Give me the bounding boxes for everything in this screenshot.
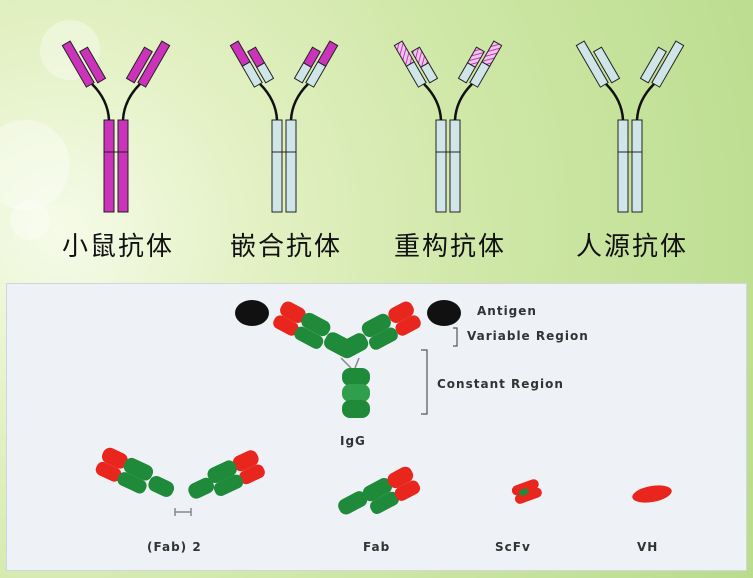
background-bokeh	[0, 120, 70, 210]
human-antibody	[575, 40, 685, 213]
scfv-label: ScFv	[495, 540, 531, 554]
heavy-chain-stem-right	[117, 119, 129, 213]
heavy-chain-stem-left	[103, 119, 115, 213]
variable-region-label: Variable Region	[467, 329, 589, 343]
vh-fragment	[632, 485, 672, 503]
reshaped-antibody	[393, 40, 503, 213]
vh-label: VH	[637, 540, 659, 554]
antigen-label: Antigen	[477, 304, 537, 318]
mouse-antibody	[61, 40, 171, 213]
igg-fragments-panel: Antigen Variable Region Constant Region …	[6, 283, 747, 571]
fab-fragment	[338, 466, 421, 515]
background-bokeh	[10, 200, 50, 240]
caption-chimeric-antibody: 嵌合抗体	[229, 232, 342, 262]
igg-right-arm	[338, 301, 421, 359]
fab2-fragment	[95, 447, 265, 516]
caption-reshaped-antibody: 重构抗体	[393, 232, 506, 262]
constant-region-bracket	[421, 349, 428, 415]
fab2-label: (Fab) 2	[147, 540, 202, 554]
igg-left-arm	[273, 301, 355, 358]
constant-region-label: Constant Region	[437, 377, 564, 391]
igg-label: IgG	[340, 434, 366, 448]
scfv-fragment	[511, 479, 542, 504]
antigen-left	[235, 300, 269, 326]
antibody-schematics	[61, 40, 685, 213]
igg-fragments-diagram	[95, 300, 672, 516]
caption-human-antibody: 人源抗体	[575, 232, 688, 262]
variable-region-bracket	[453, 327, 458, 347]
chimeric-antibody	[229, 40, 339, 213]
antigen-right	[427, 300, 461, 326]
caption-mouse-antibody: 小鼠抗体	[61, 232, 174, 262]
fab-label: Fab	[363, 540, 391, 554]
igg-fc-stem	[342, 368, 370, 418]
